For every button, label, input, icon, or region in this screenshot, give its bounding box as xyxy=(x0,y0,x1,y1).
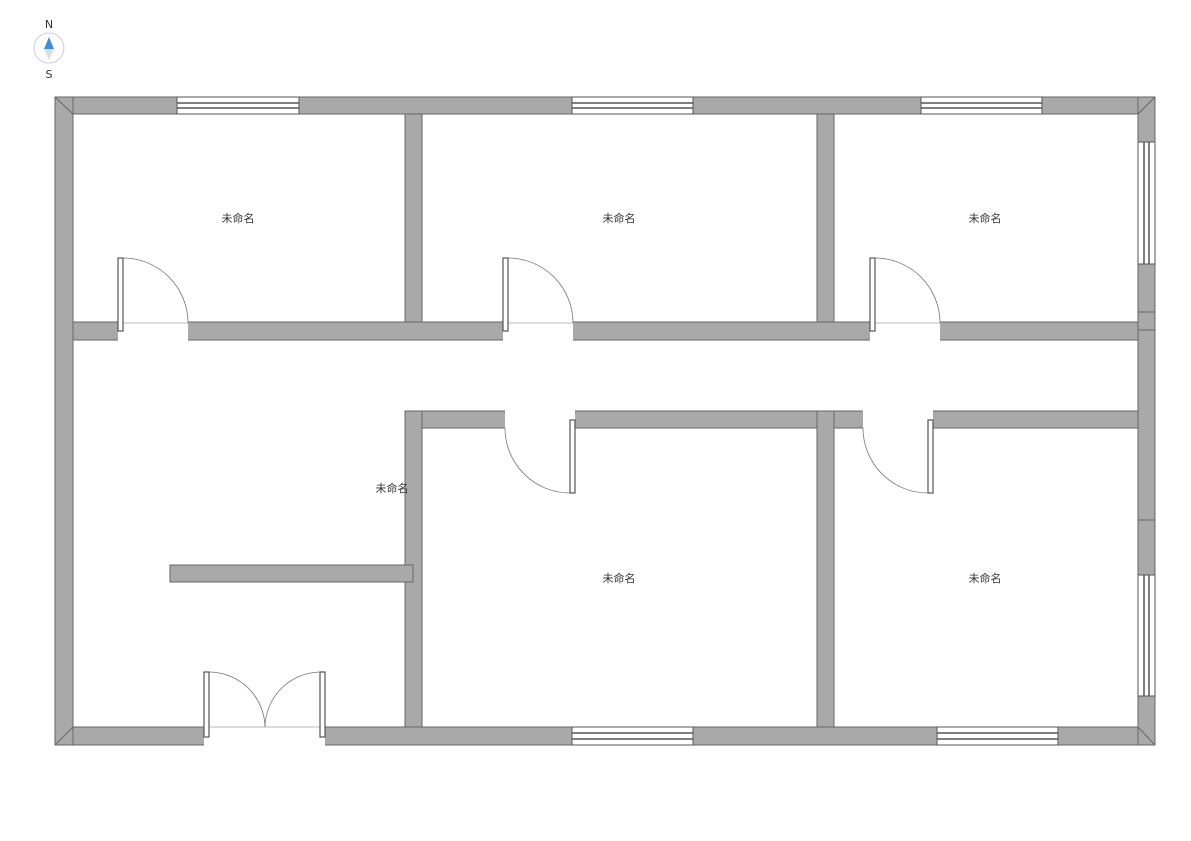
window-right-2 xyxy=(1137,574,1156,697)
compass-needle-north-icon xyxy=(44,37,54,49)
wall-corridor-north xyxy=(72,321,1139,341)
compass-south-label: S xyxy=(46,68,53,81)
room-label[interactable]: 未命名 xyxy=(603,211,636,225)
window-bottom-1 xyxy=(571,726,694,746)
compass-north-label: N xyxy=(45,18,53,31)
window-top-2 xyxy=(571,96,694,115)
window-top-3 xyxy=(920,96,1043,115)
door-room-6[interactable] xyxy=(862,410,934,494)
wall-left xyxy=(54,96,74,746)
room-label[interactable]: 未命名 xyxy=(969,211,1002,225)
window-bottom-2 xyxy=(936,726,1059,746)
wall-partition-bottom-2 xyxy=(816,410,835,728)
door-room-1[interactable] xyxy=(117,257,189,341)
window-right-1 xyxy=(1137,141,1156,265)
room-label[interactable]: 未命名 xyxy=(603,571,636,585)
room-label[interactable]: 未命名 xyxy=(376,481,409,495)
door-room-5[interactable] xyxy=(504,410,576,494)
door-room-3[interactable] xyxy=(869,257,941,341)
compass[interactable]: N S xyxy=(33,18,65,81)
walls xyxy=(54,96,1156,746)
room-labels: 未命名 未命名 未命名 未命名 未命名 未命名 xyxy=(222,211,1002,585)
compass-needle-south-icon xyxy=(44,49,54,60)
wall-stub xyxy=(169,564,414,583)
room-label[interactable]: 未命名 xyxy=(222,211,255,225)
windows xyxy=(176,96,1156,746)
entrance-double-door[interactable] xyxy=(203,671,326,746)
window-top-1 xyxy=(176,96,300,115)
wall-partition-top-2 xyxy=(816,113,835,323)
wall-partition-top-1 xyxy=(404,113,423,323)
room-label[interactable]: 未命名 xyxy=(969,571,1002,585)
door-room-2[interactable] xyxy=(502,257,574,341)
doors xyxy=(117,257,941,746)
